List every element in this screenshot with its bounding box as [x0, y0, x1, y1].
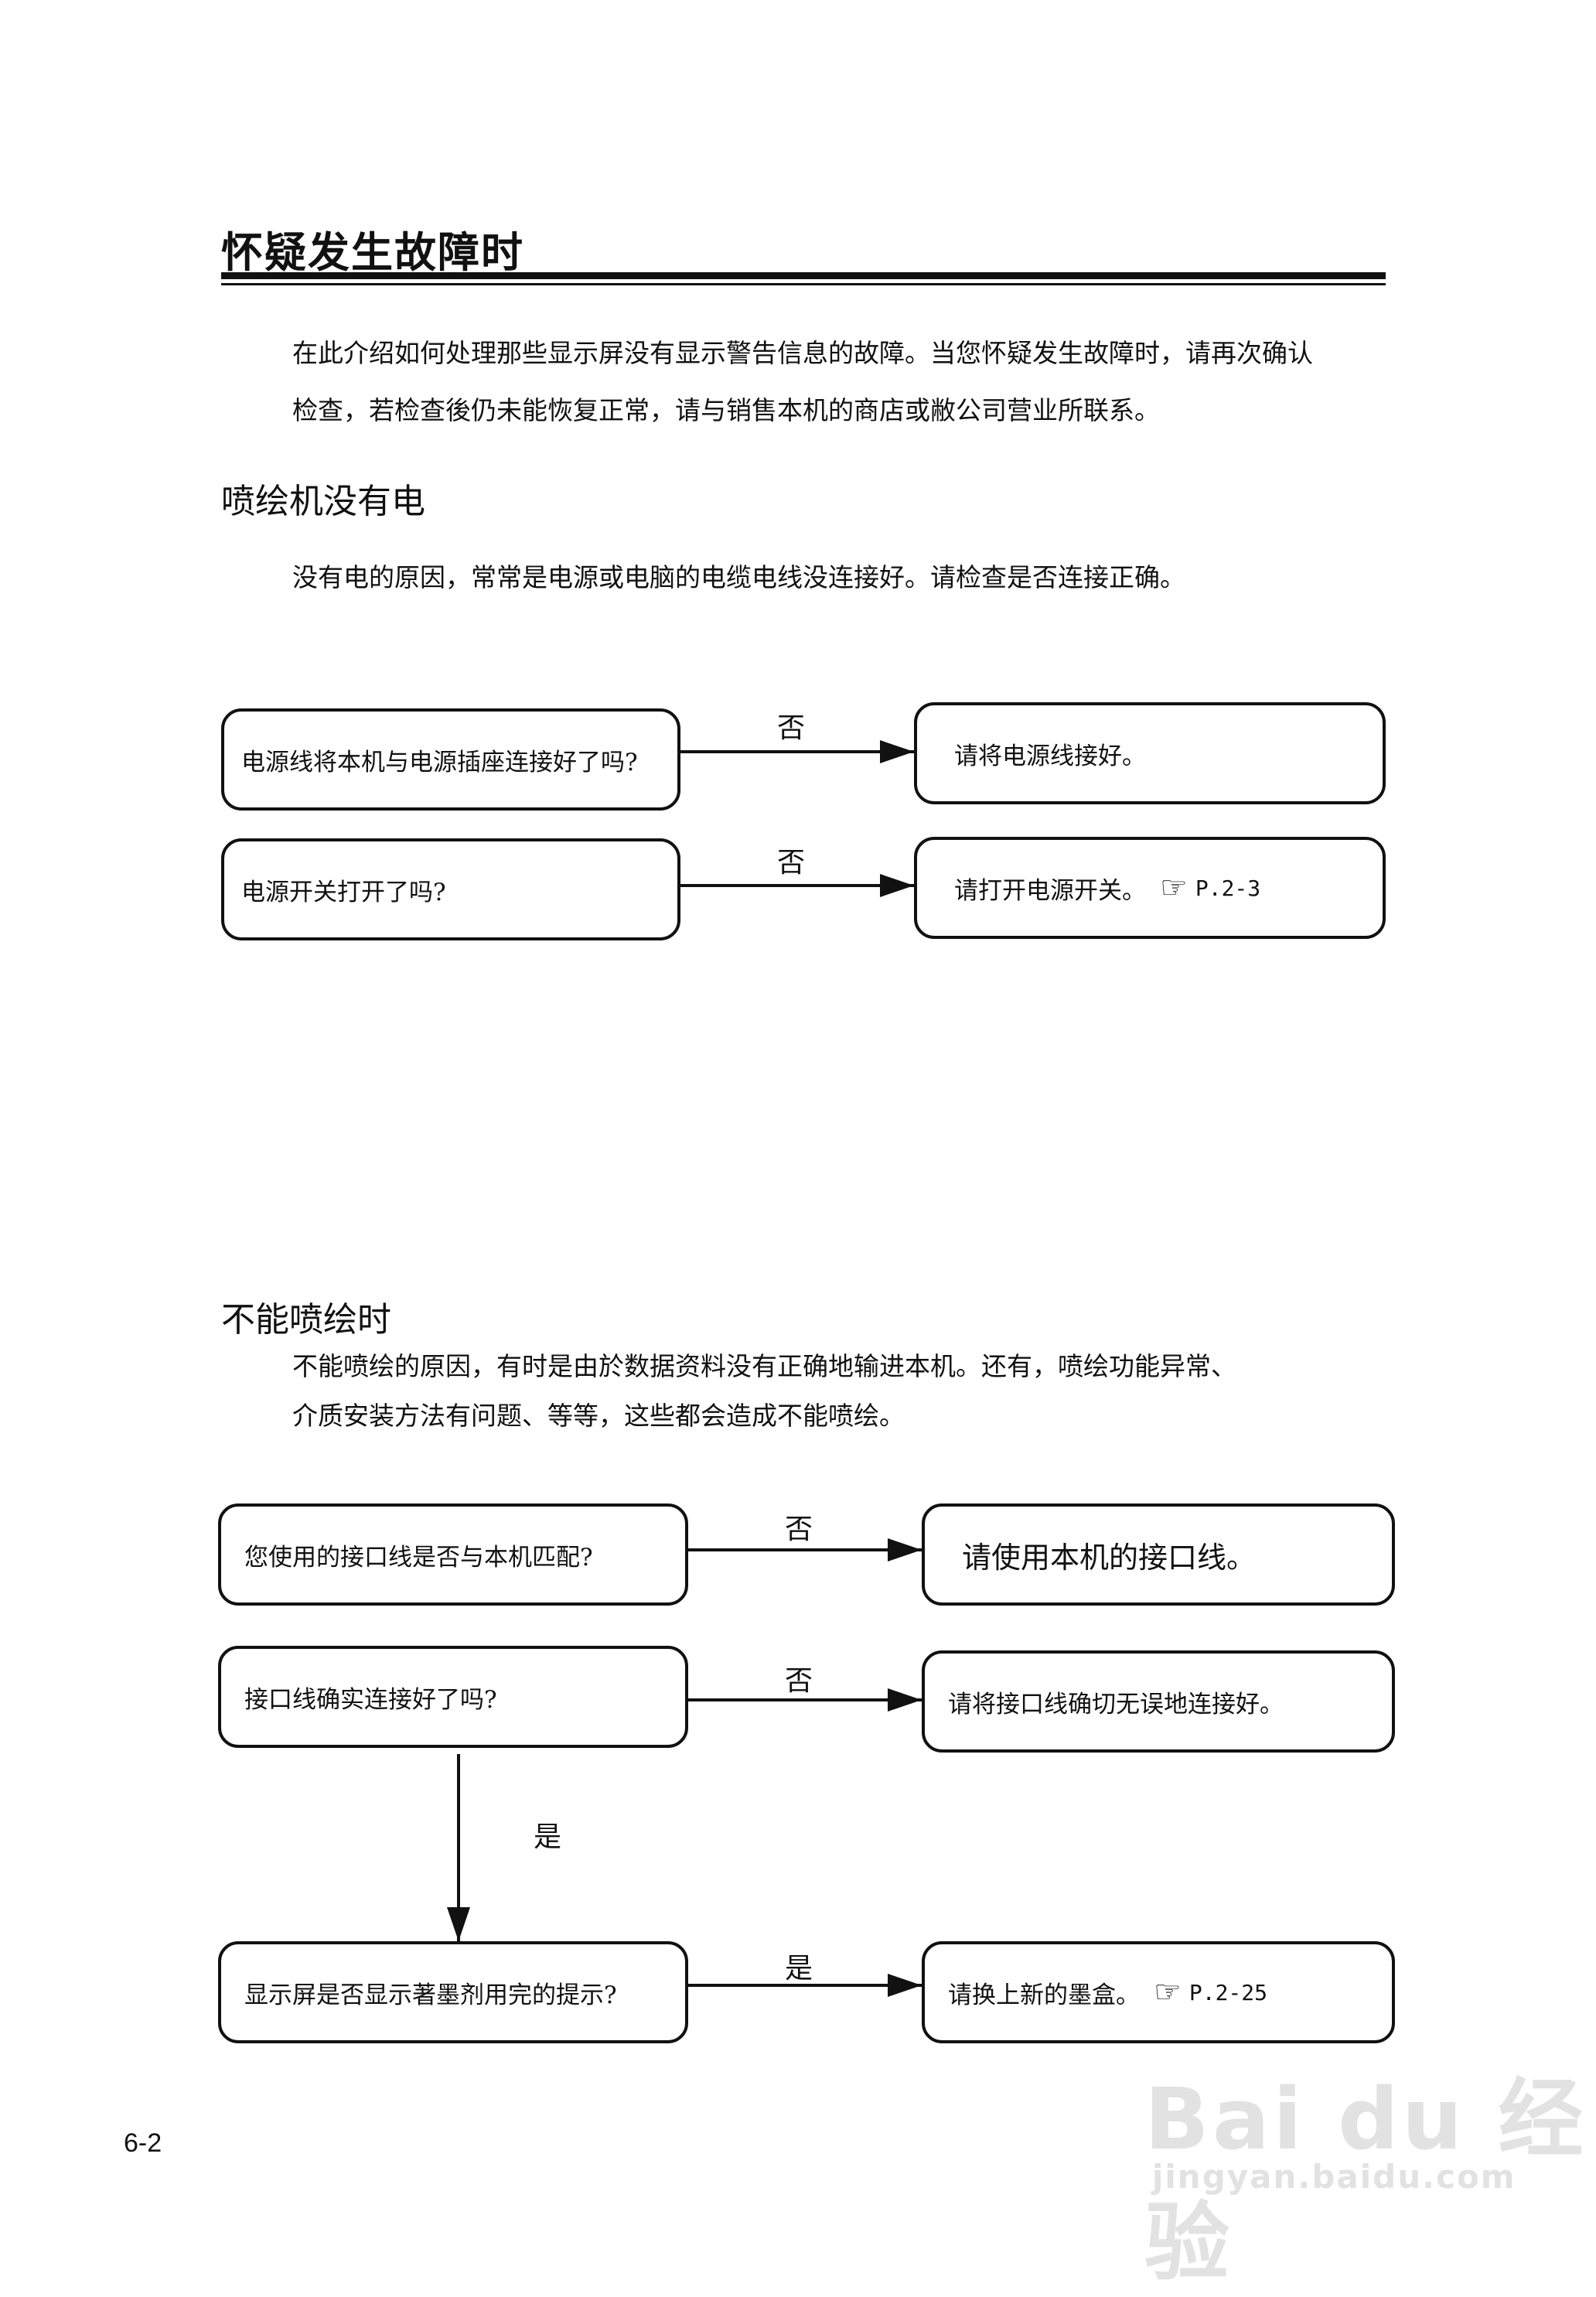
s2-label-2: 否: [785, 1665, 813, 1697]
s2-answer-2: 请将接口线确切无误地连接好。: [922, 1650, 1395, 1753]
section1-heading: 喷绘机没有电: [221, 482, 425, 521]
section2-heading: 不能喷绘时: [221, 1300, 391, 1340]
s1-answer-2: 请打开电源开关。 ☞ P.2-3: [914, 837, 1386, 939]
s1-question-1: 电源线将本机与电源插座连接好了吗?: [221, 708, 680, 811]
s2-answer-3-text: 请换上新的墨盒。: [948, 1981, 1140, 2009]
s1-question-1-text: 电源线将本机与电源插座连接好了吗?: [241, 748, 638, 776]
s1-question-2: 电源开关打开了吗?: [221, 838, 680, 940]
intro-line-2: 检查，若检查後仍未能恢复正常，请与销售本机的商店或敝公司营业所联系。: [292, 395, 1160, 425]
s1-answer-2-ref: P.2-3: [1195, 875, 1261, 901]
s1-question-2-text: 电源开关打开了吗?: [241, 878, 446, 906]
s2-question-3: 显示屏是否显示著墨剂用完的提示?: [218, 1941, 688, 2043]
s2-label-1: 否: [785, 1514, 813, 1545]
s2-answer-3-ref: P.2-25: [1188, 1979, 1268, 2005]
s1-answer-1-text: 请将电源线接好。: [954, 742, 1146, 770]
intro-line-1: 在此介绍如何处理那些显示屏没有显示警告信息的故障。当您怀疑发生故障时，请再次确认: [292, 338, 1313, 368]
page-number: 6-2: [124, 2128, 162, 2158]
s2-question-2-text: 接口线确实连接好了吗?: [244, 1685, 497, 1714]
s2-answer-2-text: 请将接口线确切无误地连接好。: [948, 1690, 1284, 1718]
s2-label-down: 是: [534, 1821, 562, 1853]
title-rule-thick: [221, 272, 1386, 279]
section2-desc-2: 介质安装方法有问题、等等，这些都会造成不能喷绘。: [292, 1401, 905, 1431]
section1-desc: 没有电的原因，常常是电源或电脑的电缆电线没连接好。请检查是否连接正确。: [292, 562, 1185, 592]
pointing-hand-icon: ☞: [1160, 870, 1188, 906]
s2-question-3-text: 显示屏是否显示著墨剂用完的提示?: [244, 1981, 617, 2009]
s2-question-1: 您使用的接口线是否与本机匹配?: [218, 1503, 688, 1606]
s2-answer-3: 请换上新的墨盒。 ☞ P.2-25: [922, 1941, 1395, 2043]
section2-desc-1: 不能喷绘的原因，有时是由於数据资料没有正确地输进本机。还有，喷绘功能异常、: [292, 1351, 1236, 1381]
s2-question-2: 接口线确实连接好了吗?: [218, 1646, 688, 1748]
watermark-url: jingyan.baidu.com: [1152, 2158, 1516, 2196]
s2-answer-1-text: 请使用本机的接口线。: [962, 1540, 1257, 1575]
page-title: 怀疑发生故障时: [221, 228, 524, 277]
s1-answer-1: 请将电源线接好。: [914, 702, 1386, 804]
s1-answer-2-text: 请打开电源开关。: [954, 876, 1146, 905]
s2-label-3: 是: [785, 1953, 813, 1985]
s1-label-2: 否: [777, 847, 806, 879]
s1-label-1: 否: [777, 712, 806, 744]
s2-question-1-text: 您使用的接口线是否与本机匹配?: [244, 1543, 593, 1572]
pointing-hand-icon: ☞: [1154, 1974, 1182, 2010]
s2-answer-1: 请使用本机的接口线。: [922, 1503, 1395, 1606]
title-rule-thin: [221, 283, 1386, 285]
